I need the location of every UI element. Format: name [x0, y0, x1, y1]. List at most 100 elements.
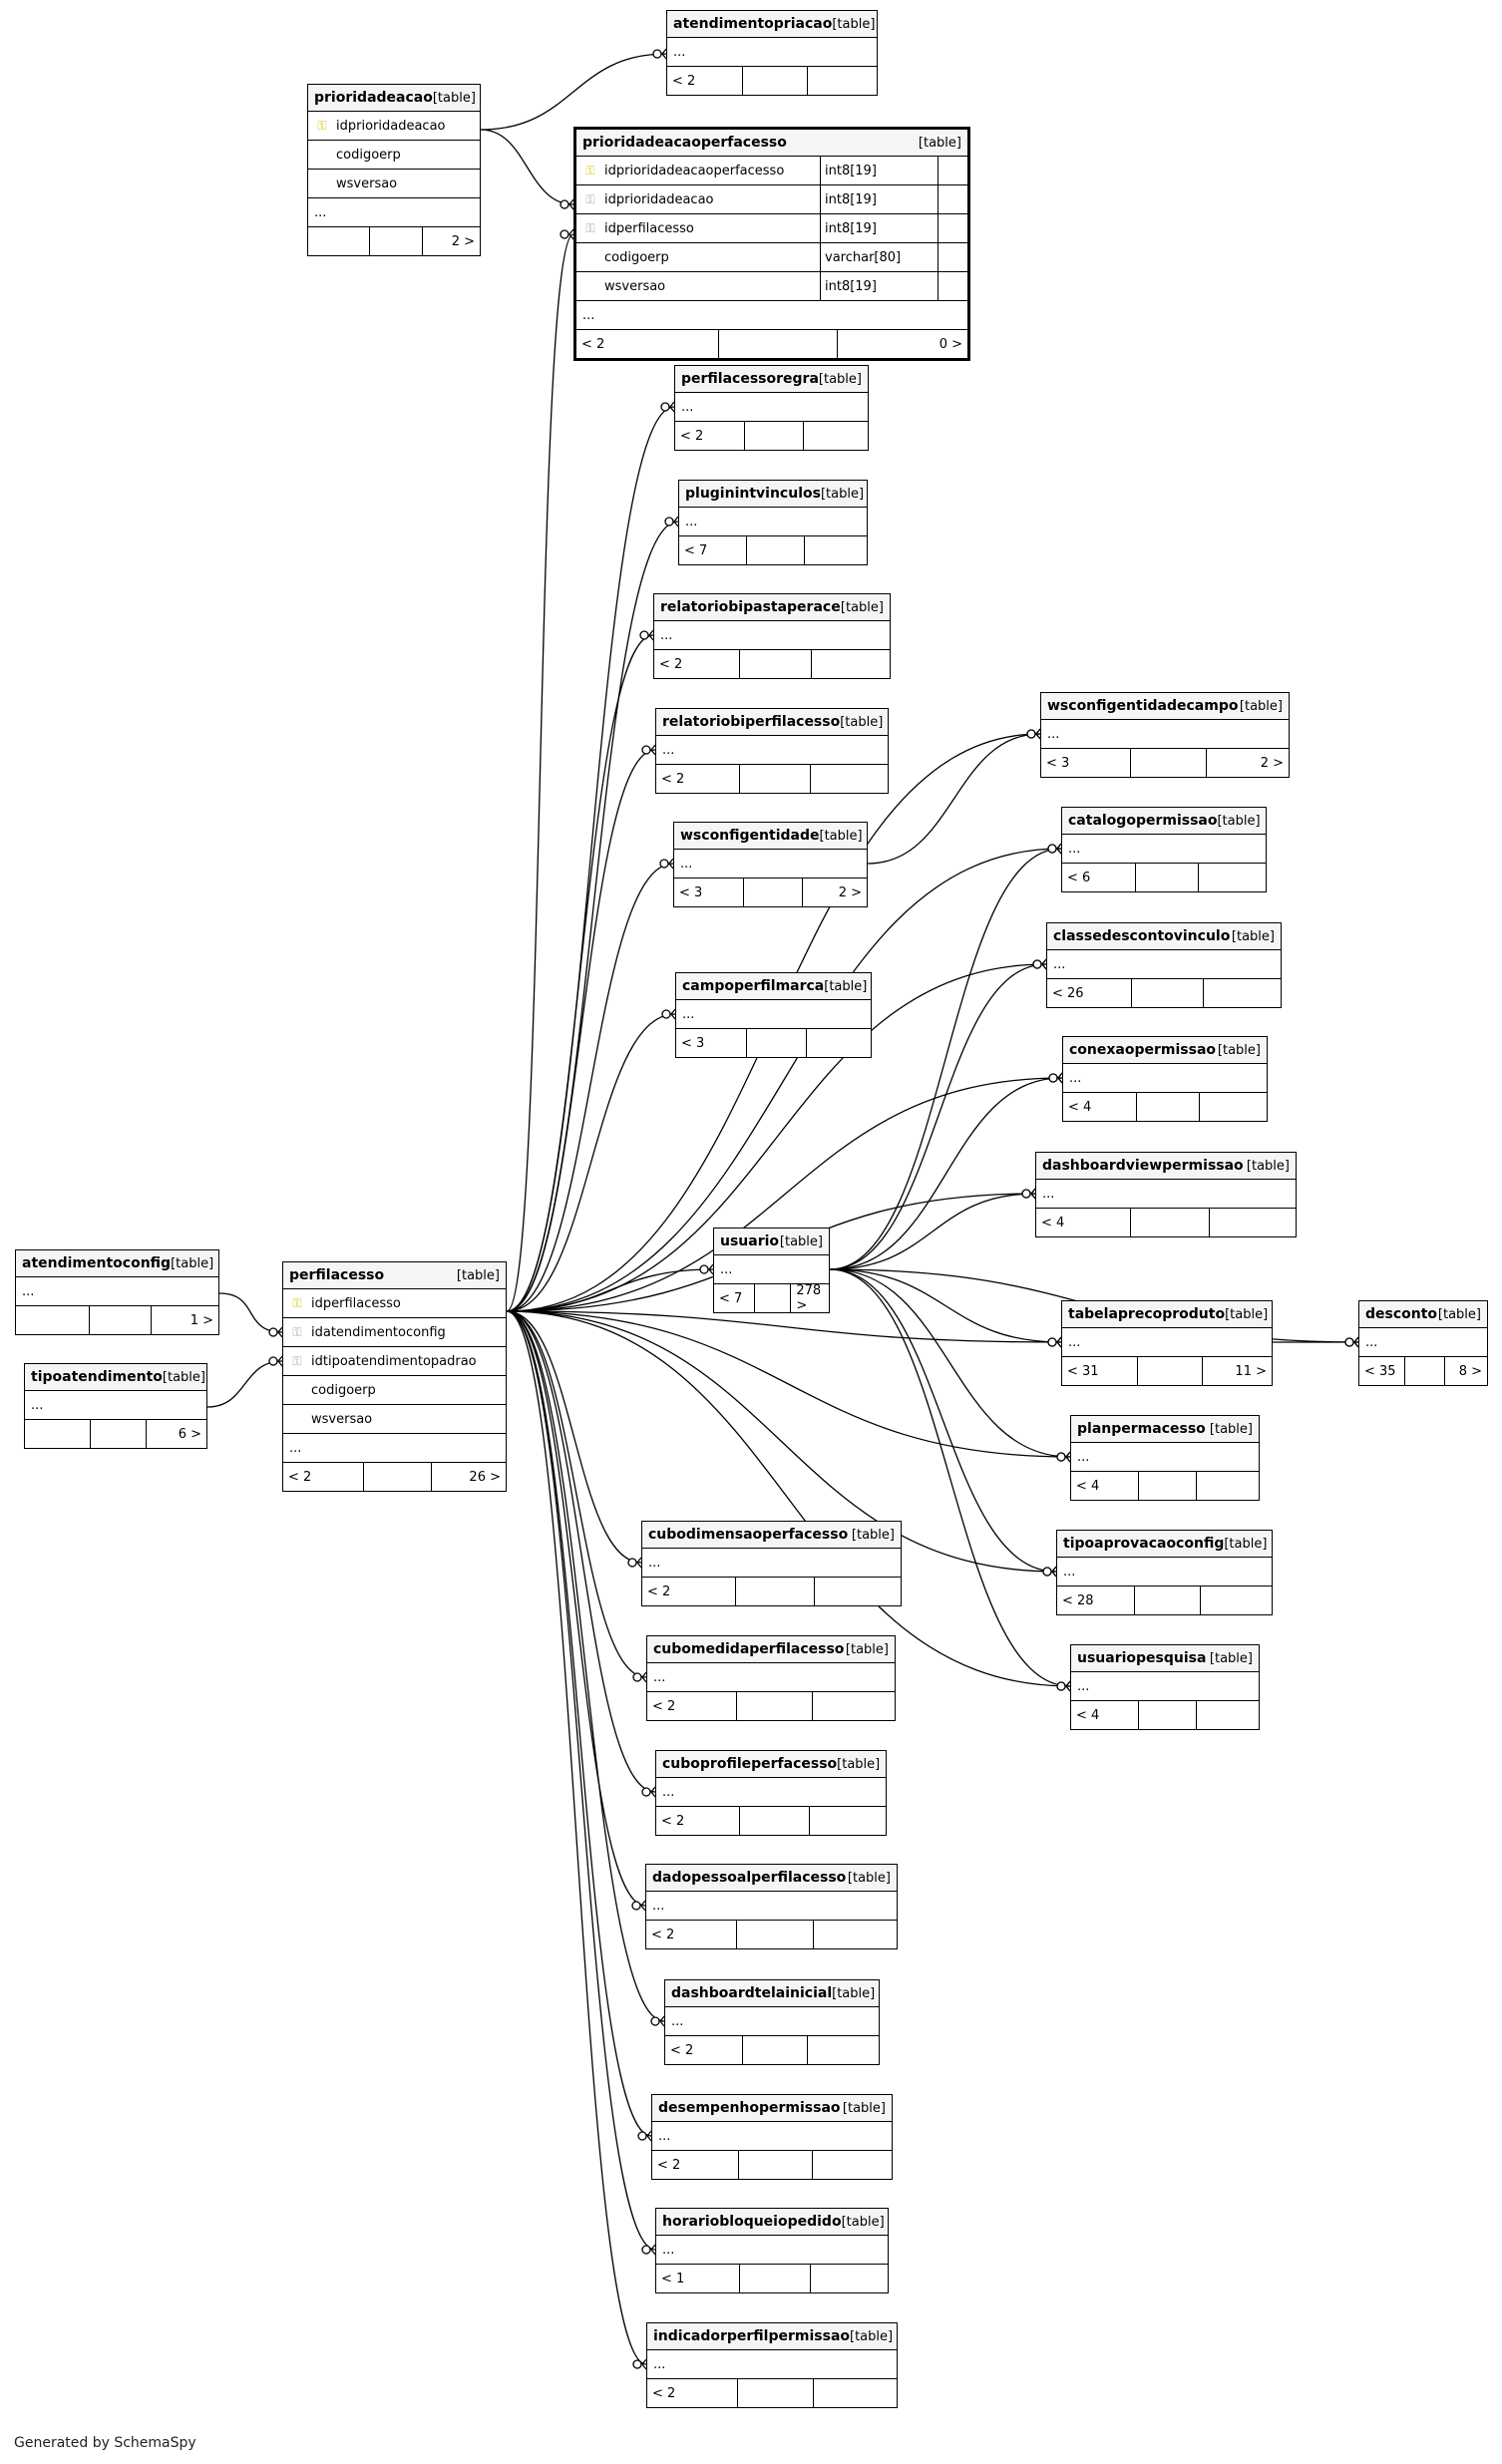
children-count[interactable]: 278 > [796, 1283, 822, 1313]
children-count[interactable] [1197, 1701, 1259, 1729]
table-horariobloqueiopedido[interactable]: horariobloqueiopedido[table]...< 1 [655, 2208, 889, 2293]
parents-count[interactable]: < 4 [1071, 1701, 1140, 1729]
parents-count[interactable]: < 2 [647, 1692, 738, 1720]
children-count[interactable]: 2 > [451, 233, 475, 249]
table-catalogopermissao[interactable]: catalogopermissao[table]...< 6 [1061, 807, 1267, 892]
children-count[interactable] [808, 67, 877, 95]
parents-count[interactable]: < 3 [676, 1029, 747, 1057]
table-tipoatendimento[interactable]: tipoatendimento[table]...6 > [24, 1363, 207, 1449]
parents-count[interactable]: < 31 [1062, 1357, 1139, 1385]
table-name[interactable]: wsconfigentidadecampo [1047, 698, 1239, 714]
table-cuboprofileperfacesso[interactable]: cuboprofileperfacesso[table]...< 2 [655, 1750, 887, 1836]
table-name[interactable]: desempenhopermissao [658, 2100, 841, 2116]
column-row[interactable]: ⚿idatendimentoconfig [283, 1318, 506, 1347]
table-name[interactable]: tipoaprovacaoconfig [1063, 1536, 1225, 1552]
children-count[interactable]: 11 > [1235, 1363, 1267, 1379]
children-count[interactable] [1197, 1472, 1259, 1500]
children-count[interactable] [1201, 1586, 1272, 1614]
children-count[interactable]: 8 > [1458, 1363, 1482, 1379]
children-count[interactable]: 6 > [178, 1426, 201, 1442]
children-count[interactable] [813, 2151, 892, 2179]
children-count[interactable] [812, 650, 890, 678]
table-indicadorperfilpermissao[interactable]: indicadorperfilpermissao[table]...< 2 [646, 2322, 898, 2408]
children-count[interactable] [811, 2265, 888, 2292]
table-perfilacesso[interactable]: perfilacesso[table]⚿idperfilacesso⚿idate… [282, 1261, 507, 1492]
parents-count[interactable]: < 3 [1041, 749, 1132, 777]
table-planpermacesso[interactable]: planpermacesso[table]...< 4 [1070, 1415, 1260, 1501]
parents-count[interactable]: < 2 [675, 422, 746, 450]
children-count[interactable] [810, 1807, 886, 1835]
table-name[interactable]: dashboardviewpermissao [1042, 1158, 1244, 1174]
children-count[interactable] [815, 1578, 901, 1605]
table-conexaopermissao[interactable]: conexaopermissao[table]...< 4 [1062, 1036, 1268, 1122]
table-name[interactable]: conexaopermissao [1069, 1042, 1217, 1058]
children-count[interactable]: 0 > [939, 336, 962, 352]
table-desempenhopermissao[interactable]: desempenhopermissao[table]...< 2 [651, 2094, 893, 2180]
table-name[interactable]: atendimentopriacao [673, 16, 833, 32]
parents-count[interactable]: < 2 [656, 765, 741, 793]
children-count[interactable] [1200, 1093, 1267, 1121]
children-count[interactable]: 2 > [838, 884, 862, 900]
table-name[interactable]: planpermacesso [1077, 1421, 1206, 1437]
table-name[interactable]: tipoatendimento [31, 1369, 163, 1385]
column-row[interactable]: wsversao [308, 170, 480, 198]
parents-count[interactable]: < 2 [646, 1921, 738, 1948]
table-name[interactable]: desconto [1365, 1306, 1438, 1322]
column-row[interactable]: ⚿idtipoatendimentopadrao [283, 1347, 506, 1376]
children-count[interactable]: 2 > [1260, 755, 1284, 771]
table-name[interactable]: horariobloqueiopedido [662, 2214, 842, 2230]
table-cubodimensaoperfacesso[interactable]: cubodimensaoperfacesso[table]...< 2 [641, 1521, 902, 1606]
table-dashboardviewpermissao[interactable]: dashboardviewpermissao[table]...< 4 [1035, 1152, 1297, 1237]
parents-count[interactable]: < 26 [1047, 979, 1133, 1007]
table-name[interactable]: relatoriobipastaperace [660, 599, 841, 615]
children-count[interactable] [808, 2036, 879, 2064]
table-atendimentoconfig[interactable]: atendimentoconfig[table]...1 > [15, 1249, 219, 1335]
column-row[interactable]: codigoerp [308, 141, 480, 170]
table-classedescontovinculo[interactable]: classedescontovinculo[table]...< 26 [1046, 922, 1282, 1008]
table-campoperfilmarca[interactable]: campoperfilmarca[table]...< 3 [675, 972, 872, 1058]
parents-count[interactable]: < 4 [1036, 1209, 1131, 1236]
table-dashboardtelainicial[interactable]: dashboardtelainicial[table]...< 2 [664, 1979, 880, 2065]
table-name[interactable]: usuariopesquisa [1077, 1650, 1207, 1666]
table-name[interactable]: cubodimensaoperfacesso [648, 1527, 849, 1543]
parents-count[interactable]: < 6 [1062, 864, 1137, 891]
table-relatoriobipastaperace[interactable]: relatoriobipastaperace[table]...< 2 [653, 593, 891, 679]
table-cubomedidaperfilacesso[interactable]: cubomedidaperfilacesso[table]...< 2 [646, 1635, 896, 1721]
parents-count[interactable]: < 7 [714, 1284, 756, 1312]
table-name[interactable]: tabelaprecoproduto [1068, 1306, 1226, 1322]
table-name[interactable]: dadopessoalperfilacesso [652, 1870, 847, 1886]
parents-count[interactable]: < 4 [1063, 1093, 1138, 1121]
table-relatoriobiperfilacesso[interactable]: relatoriobiperfilacesso[table]...< 2 [655, 708, 889, 794]
parents-count[interactable]: < 2 [576, 330, 719, 358]
column-row[interactable]: ⚿idperfilacesso [283, 1289, 506, 1318]
table-name[interactable]: prioridadeacao [314, 90, 433, 106]
parents-count[interactable]: < 28 [1057, 1586, 1136, 1614]
parents-count[interactable] [16, 1306, 90, 1334]
table-name[interactable]: perfilacessoregra [681, 371, 819, 387]
table-name[interactable]: cuboprofileperfacesso [662, 1756, 838, 1772]
table-name[interactable]: prioridadeacaoperfacesso [582, 135, 787, 151]
table-name[interactable]: perfilacesso [289, 1267, 385, 1283]
table-name[interactable]: atendimentoconfig [22, 1255, 172, 1271]
parents-count[interactable]: < 2 [652, 2151, 740, 2179]
table-pluginintvinculos[interactable]: pluginintvinculos[table]...< 7 [678, 480, 868, 565]
table-name[interactable]: usuario [720, 1233, 780, 1249]
children-count[interactable]: 1 > [189, 1312, 213, 1328]
table-name[interactable]: classedescontovinculo [1053, 928, 1231, 944]
table-name[interactable]: catalogopermissao [1068, 813, 1218, 829]
parents-count[interactable]: < 2 [656, 1807, 740, 1835]
parents-count[interactable]: < 2 [647, 2379, 738, 2407]
children-count[interactable] [811, 765, 888, 793]
table-dadopessoalperfilacesso[interactable]: dadopessoalperfilacesso[table]...< 2 [645, 1864, 898, 1949]
parents-count[interactable] [25, 1420, 91, 1448]
children-count[interactable] [1204, 979, 1281, 1007]
children-count[interactable] [805, 536, 867, 564]
